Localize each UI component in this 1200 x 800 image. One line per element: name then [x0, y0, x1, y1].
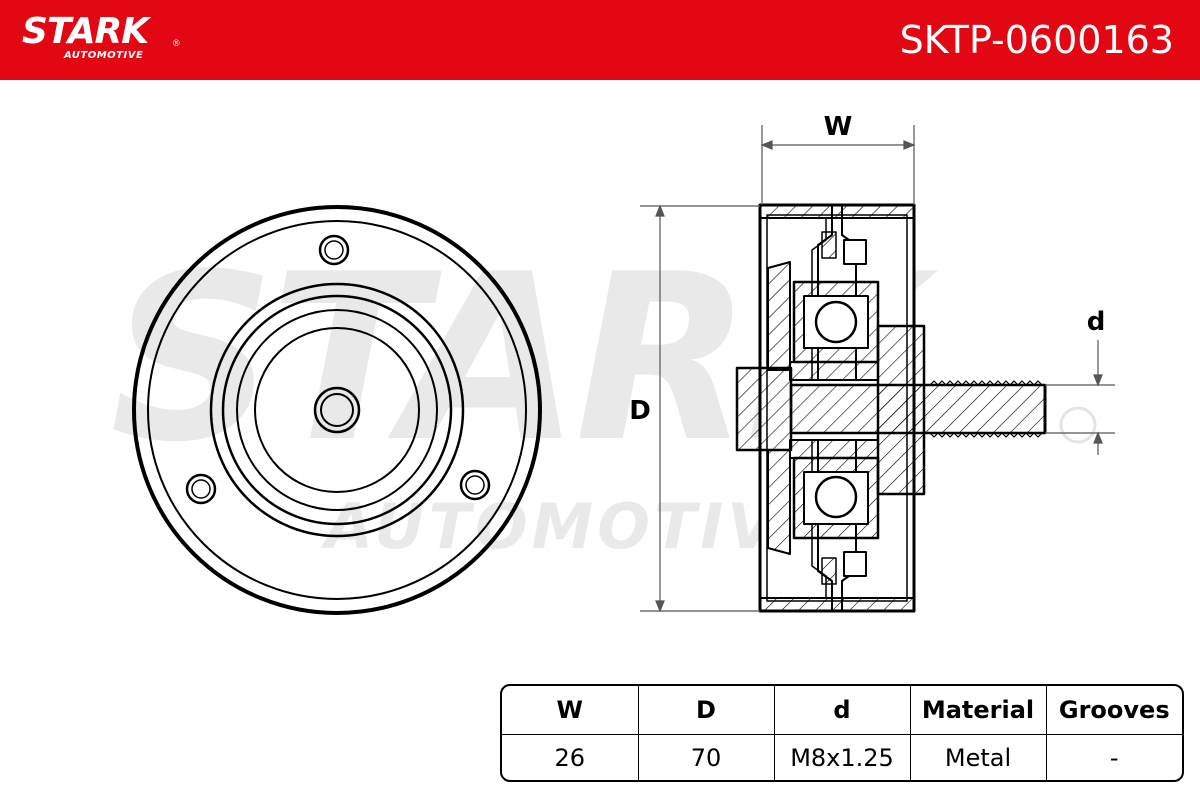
- svg-text:AUTOMOTIVE: AUTOMOTIVE: [320, 490, 826, 563]
- technical-drawing: STARK AUTOMOTIVE: [110, 112, 1115, 615]
- specs-header-row: W D d Material Grooves: [502, 686, 1182, 735]
- value-width: 26: [554, 743, 586, 772]
- logo-registered-mark: ®: [173, 38, 180, 48]
- dimension-lines: [640, 125, 1115, 613]
- mounting-hole: [318, 234, 350, 266]
- header-bar: STARK ® AUTOMOTIVE SKTP-0600163: [0, 0, 1200, 80]
- value-diameter: 70: [637, 734, 774, 780]
- bolt-threads: [929, 380, 1043, 438]
- header-bolt: d: [773, 686, 910, 735]
- value-bolt: M8x1.25: [773, 734, 910, 780]
- header-material: Material: [909, 686, 1046, 735]
- upper-bearing: [792, 280, 880, 364]
- width-label: W: [824, 112, 853, 142]
- mounting-hole: [459, 469, 491, 501]
- header-grooves: Grooves: [1045, 686, 1182, 735]
- section-view: [735, 203, 1047, 613]
- part-number: SKTP-0600163: [899, 18, 1174, 62]
- stark-logo: STARK ® AUTOMOTIVE: [22, 11, 180, 62]
- value-grooves: -: [1045, 734, 1182, 780]
- header-diameter: D: [637, 686, 774, 735]
- header-width: W: [502, 686, 638, 735]
- specs-table: W D d Material Grooves 26 70 M8x1.25 Met…: [500, 684, 1184, 782]
- bolt-diameter-label: d: [1087, 307, 1106, 337]
- mounting-hole: [185, 473, 217, 505]
- value-material: Metal: [909, 734, 1046, 780]
- logo-wordmark: STARK: [22, 11, 149, 52]
- lower-bearing: [792, 456, 880, 540]
- logo-subtitle: AUTOMOTIVE: [64, 50, 144, 61]
- front-view: [132, 205, 542, 615]
- specs-value-row: 26 70 M8x1.25 Metal -: [502, 734, 1182, 780]
- diameter-label: D: [629, 396, 651, 426]
